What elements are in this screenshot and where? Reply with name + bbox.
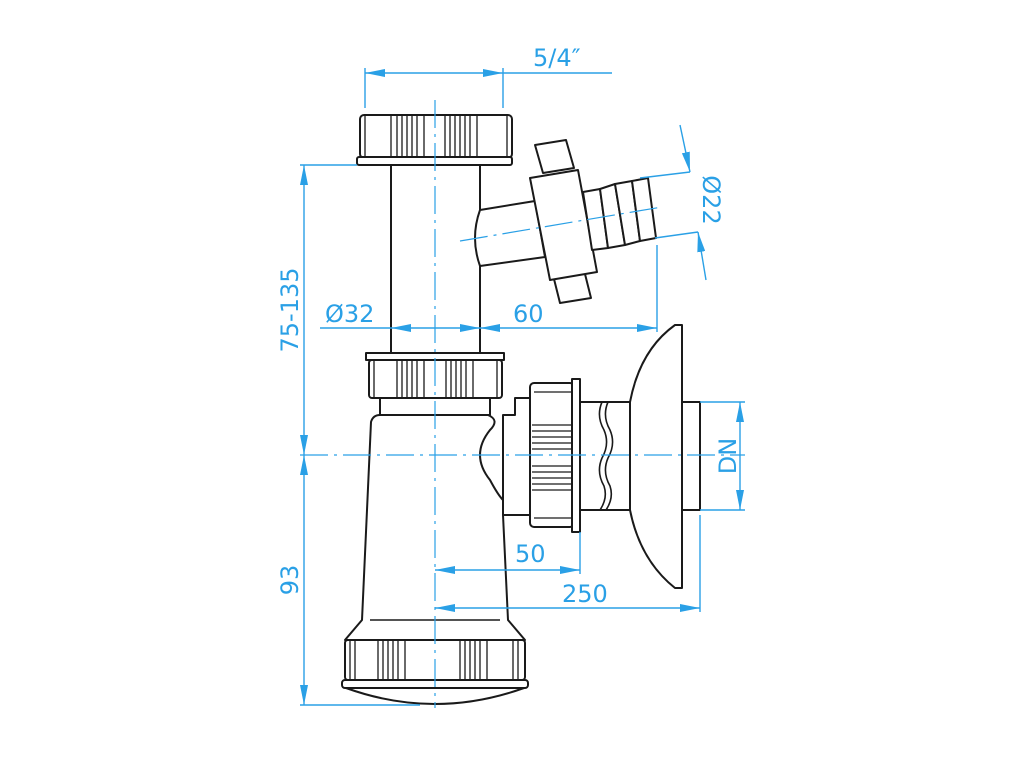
dim-pipe-diameter-label: Ø32 — [325, 300, 374, 328]
dim-hose-diameter-label: Ø22 — [697, 175, 725, 224]
outlet-stub — [502, 397, 531, 516]
dim-outlet-label: DN — [714, 438, 742, 474]
dim-bottom-height-label: 93 — [276, 565, 304, 596]
dim-thread-label: 5/4″ — [533, 44, 581, 72]
top-nut — [359, 114, 513, 159]
outlet-spigot — [681, 401, 701, 511]
siphon-body — [341, 114, 701, 705]
bottom-nut-ribs — [349, 641, 519, 680]
outlet-nut-ribs — [532, 391, 572, 519]
side-hose-connector — [474, 139, 657, 304]
dimension-lines — [300, 68, 745, 706]
bottle-body — [344, 414, 526, 641]
outlet-pipe — [577, 401, 631, 511]
dim-wall-distance-label: 250 — [562, 580, 608, 608]
hose-centerline — [459, 206, 663, 242]
dim-outlet-offset-label: 50 — [515, 540, 546, 568]
wall-rosette — [629, 324, 683, 589]
dim-side-offset-label: 60 — [513, 300, 544, 328]
dim-height-range-label: 75-135 — [276, 267, 304, 352]
middle-nut-ribs — [373, 361, 498, 397]
top-nut-ribs — [364, 116, 508, 157]
